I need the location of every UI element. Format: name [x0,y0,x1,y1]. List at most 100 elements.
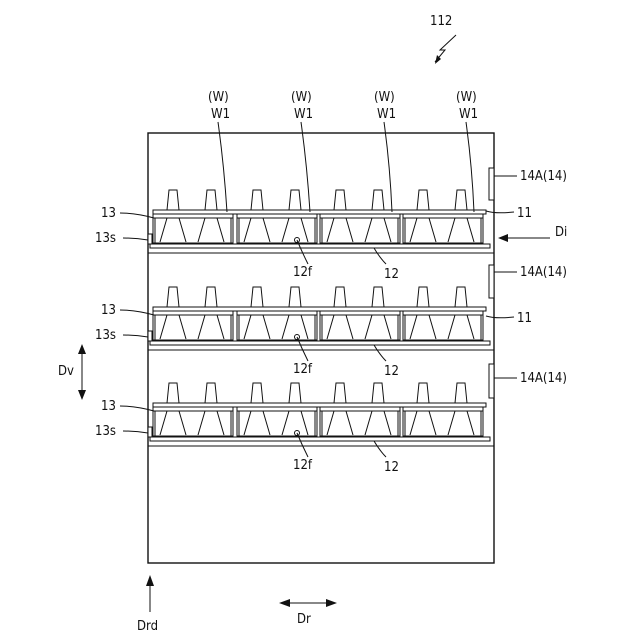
sensor-bar [489,364,494,398]
sensor-1: 14A(14) [489,168,567,200]
workpiece-neck [334,287,346,307]
workpiece [244,383,270,435]
figure-number-label: 112 [430,14,452,29]
workpiece [365,287,391,339]
shelf-label-text: 12 [384,267,399,282]
workpiece-body [365,315,391,339]
shelf-level-3: 12f 12 [148,383,494,475]
workpiece-w-paren: (W) [291,90,312,105]
workpiece-body [198,315,224,339]
row-direction-arrow: Dr [279,599,337,627]
workpiece-neck [167,190,179,210]
workpiece [160,287,186,339]
workpiece-w1-text: W1 [211,107,230,122]
shelf-label-text: 12 [384,364,399,379]
workpiece-body [198,218,224,242]
workpiece [448,190,474,242]
workpiece-label-1: (W) W1 [208,90,230,212]
workpiece-body [448,411,474,435]
insert-direction-arrow: Di [498,225,567,242]
sensor-label-text: 14A(14) [520,265,567,280]
tray-side-tab [148,331,152,341]
workpiece [244,287,270,339]
workpiece [282,383,308,435]
shelf-level-2: 12f12 [148,287,494,379]
workpiece-w-paren: (W) [208,90,229,105]
workpiece-body [410,315,436,339]
sensor-bar [489,265,494,298]
figure-number-arrow [435,35,456,64]
depth-direction-label: Drd [137,619,158,634]
workpiece-body [410,218,436,242]
sensor-label-text: 14A(14) [520,169,567,184]
workpiece [327,383,353,435]
workpiece-w-paren: (W) [374,90,395,105]
tray-unit [320,383,400,436]
tray-side-tab [148,234,152,244]
workpiece-neck [251,190,263,210]
workpiece-neck [334,383,346,403]
rack-label-text-2: 11 [517,311,532,326]
shelf-label-text: 12 [384,460,399,475]
workpiece-body [448,218,474,242]
shelf-face-label-text: 12f [293,458,313,473]
rack-label-2: 11 [486,311,532,326]
workpiece [365,190,391,242]
workpiece-body [160,315,186,339]
workpiece-body [198,411,224,435]
depth-direction-arrow: Drd [137,575,158,634]
workpiece [448,383,474,435]
workpiece-neck [167,383,179,403]
shelf-plate [150,341,490,345]
tray-unit [153,287,233,340]
tray-unit [403,287,483,340]
workpiece-body [160,411,186,435]
tray-label-3: 1313s [95,399,154,439]
workpiece-neck [455,190,467,210]
workpiece-neck [417,190,429,210]
tray-unit [237,287,317,340]
tray-unit [320,190,400,243]
rack-label-text-1: 11 [517,206,532,221]
workpiece-body [244,411,270,435]
workpiece [448,287,474,339]
workpiece-body [327,218,353,242]
workpiece-neck [455,287,467,307]
workpiece-neck [205,190,217,210]
tray-side-label-text: 13s [95,231,116,246]
workpiece-neck [334,190,346,210]
shelf-plate [150,437,490,441]
tray-labels-group: 1313s1313s1313s [95,206,154,439]
workpiece-body [365,218,391,242]
workpiece-neck [251,287,263,307]
workpiece-neck [167,287,179,307]
sensor-2: 14A(14) [489,265,567,298]
workpiece-labels: (W)W1(W)W1(W)W1(W)W1 [208,90,478,212]
sensor-3: 14A(14) [489,364,567,398]
workpiece [282,287,308,339]
workpiece [410,190,436,242]
workpiece-label-3: (W) W1 [374,90,396,212]
workpiece-neck [289,383,301,403]
workpiece-w1-text: W1 [459,107,478,122]
workpiece-body [448,315,474,339]
vertical-direction-label: Dv [58,364,74,379]
tray-label-text: 13 [101,303,116,318]
workpiece-neck [455,383,467,403]
tray-label-text: 13 [101,206,116,221]
workpiece-w1-text: W1 [294,107,313,122]
workpiece-body [160,218,186,242]
workpiece-label-4: (W)W1 [456,90,478,212]
workpiece-body [410,411,436,435]
workpiece-neck [417,383,429,403]
workpiece [244,190,270,242]
tray-top-rail [153,403,486,407]
workpiece-neck [289,190,301,210]
workpiece [365,383,391,435]
workpiece-body [244,315,270,339]
tray-unit [153,190,233,243]
workpiece-w1-text: W1 [377,107,396,122]
tray-unit [237,383,317,436]
workpiece-neck [417,287,429,307]
